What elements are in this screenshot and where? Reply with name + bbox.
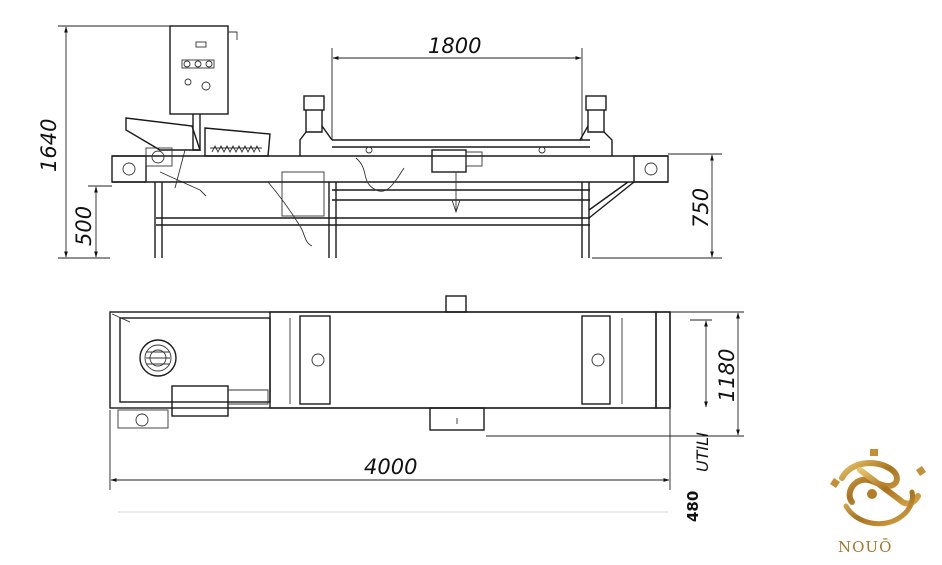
control-panel bbox=[169, 25, 238, 151]
feed-hopper bbox=[125, 117, 271, 197]
dim-label-utili: UTILI bbox=[693, 432, 712, 472]
dimension-1640: 1640 bbox=[37, 25, 170, 259]
dim-label-750: 750 bbox=[689, 188, 713, 228]
dim-label-1800: 1800 bbox=[428, 34, 481, 58]
plan-view bbox=[109, 295, 671, 431]
dimension-750: 750 bbox=[592, 153, 722, 259]
dim-label-1640: 1640 bbox=[37, 119, 61, 172]
frame-structure bbox=[111, 95, 669, 258]
dimension-500: 500 bbox=[72, 185, 112, 258]
dimension-4000: 4000 bbox=[109, 408, 671, 490]
dim-label-1180: 1180 bbox=[715, 349, 739, 402]
dim-label-500: 500 bbox=[72, 206, 96, 246]
dim-label-4000: 4000 bbox=[364, 455, 417, 479]
dimension-1180: 1180 bbox=[486, 311, 744, 437]
dimension-1800: 1800 bbox=[331, 34, 583, 140]
company-logo: NOUŌ bbox=[830, 449, 926, 556]
logo-text: NOUŌ bbox=[838, 538, 892, 556]
dim-label-480: 480 bbox=[684, 491, 702, 522]
dimension-480-utili: UTILI 480 bbox=[684, 319, 712, 522]
side-elevation-view: 1800 1640 500 750 bbox=[37, 25, 722, 259]
gear-logo-icon bbox=[830, 449, 926, 527]
